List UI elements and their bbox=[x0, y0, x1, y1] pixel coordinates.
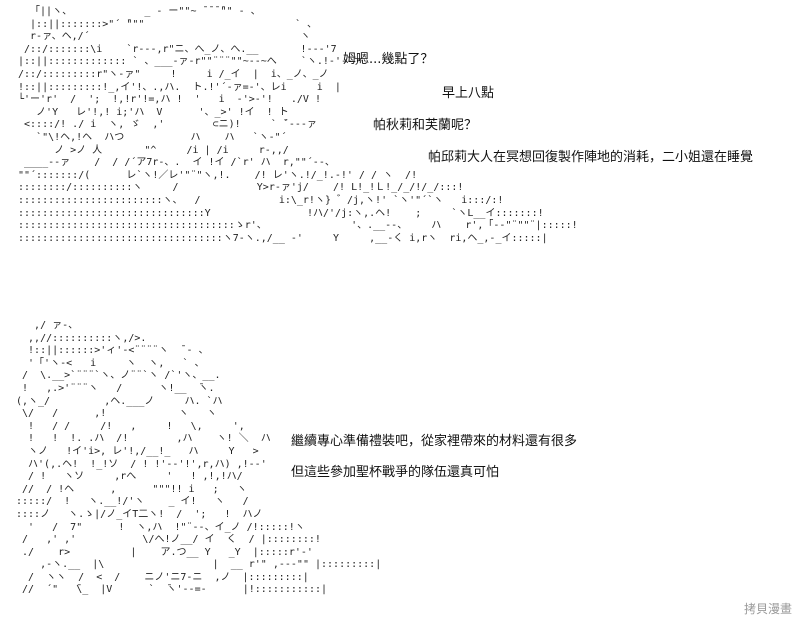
dialogue-line-4: 帕邱莉大人在冥想回復製作陣地的消耗，二小姐還在睡覺 bbox=[428, 150, 754, 165]
dialogue-line-6: 但這些參加聖杯戰爭的隊伍還真可怕 bbox=[291, 465, 500, 480]
ascii-art-character-bottom: ,/ ァ-、 ,,//::::::::::ヽ,/>. !::||::::::>'… bbox=[16, 320, 382, 596]
dialogue-line-3: 帕秋莉和芙蘭呢？ bbox=[373, 118, 478, 133]
dialogue-line-5: 繼續專心準備禮裝吧，從家裡帶來的材料還有很多 bbox=[291, 434, 578, 449]
watermark-text: 拷貝漫畫 bbox=[743, 602, 792, 616]
dialogue-line-2: 早上八點 bbox=[442, 86, 495, 101]
dialogue-line-1: 姆嗯...幾點了？ bbox=[343, 52, 434, 67]
ascii-art-character-top: 「||ヽ、 _ - ー""~ ̄ ̄ ̄ ̄"" - 、 |::||::::::… bbox=[18, 6, 578, 244]
